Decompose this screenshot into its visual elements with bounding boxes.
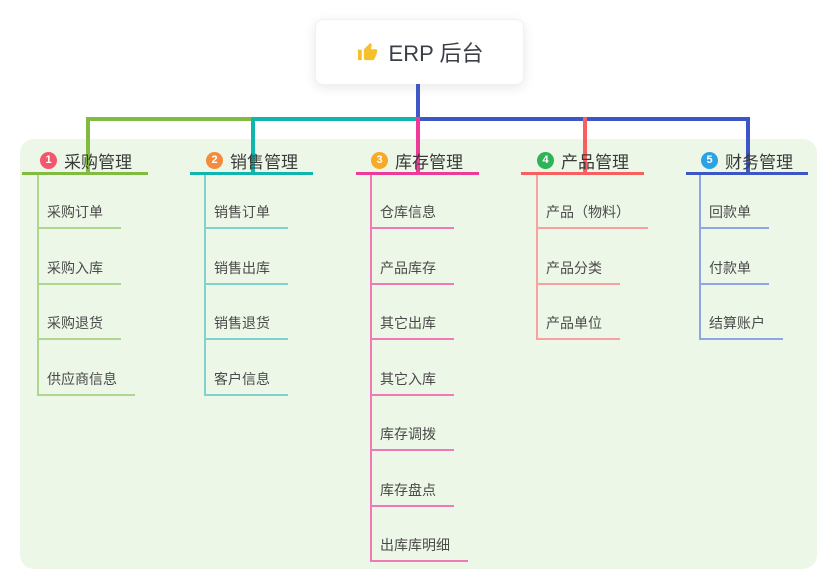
root-node-label: ERP 后台 [388, 41, 484, 66]
branch-underline [22, 172, 148, 175]
branch-4-drop-line [583, 117, 587, 175]
thumbs-up-icon [356, 41, 379, 64]
child-node[interactable]: 采购入库 [37, 259, 121, 285]
child-node[interactable]: 结算账户 [699, 314, 783, 340]
branch-underline [686, 172, 808, 175]
branch-number-badge: 4 [537, 151, 554, 169]
branch-children-spine [370, 175, 372, 562]
child-node[interactable]: 出库库明细 [370, 536, 468, 562]
child-node[interactable]: 库存盘点 [370, 481, 454, 507]
branch-2-drop-line [251, 117, 255, 175]
branch-1-drop-line [86, 117, 90, 175]
bus-line-segment-2 [251, 117, 420, 121]
child-node[interactable]: 客户信息 [204, 370, 288, 396]
child-node[interactable]: 产品单位 [536, 314, 620, 340]
child-node[interactable]: 供应商信息 [37, 370, 135, 396]
branch-number-badge: 5 [701, 151, 718, 169]
branch-5-drop-line [746, 117, 750, 175]
branch-number-badge: 1 [40, 151, 57, 169]
branch-3-drop-line [416, 117, 420, 175]
branch-underline [521, 172, 644, 175]
branch-children-spine [699, 175, 701, 340]
branch-label: 销售管理 [230, 152, 298, 172]
branch-label: 库存管理 [395, 152, 463, 172]
branch-label: 财务管理 [725, 152, 793, 172]
branch-children-spine [204, 175, 206, 396]
child-node[interactable]: 销售订单 [204, 203, 288, 229]
branch-underline [190, 172, 313, 175]
branch-number-badge: 2 [206, 151, 223, 169]
branch-children-spine [536, 175, 538, 340]
branches-panel [20, 139, 817, 569]
branch-node-purchase[interactable]: 1 采购管理 [40, 151, 132, 172]
branch-node-sales[interactable]: 2 销售管理 [206, 151, 298, 172]
branch-node-inventory[interactable]: 3 库存管理 [371, 151, 463, 172]
child-node[interactable]: 其它出库 [370, 314, 454, 340]
child-node[interactable]: 销售退货 [204, 314, 288, 340]
child-node[interactable]: 回款单 [699, 203, 769, 229]
child-node[interactable]: 采购退货 [37, 314, 121, 340]
child-node[interactable]: 采购订单 [37, 203, 121, 229]
child-node[interactable]: 其它入库 [370, 370, 454, 396]
root-node[interactable]: ERP 后台 [315, 19, 524, 85]
branch-node-product[interactable]: 4 产品管理 [537, 151, 629, 172]
bus-line-segment-1 [86, 117, 255, 121]
branch-label: 采购管理 [64, 152, 132, 172]
branch-children-spine [37, 175, 39, 396]
child-node[interactable]: 产品分类 [536, 259, 620, 285]
child-node[interactable]: 产品（物料） [536, 203, 648, 229]
branch-underline [356, 172, 479, 175]
child-node[interactable]: 产品库存 [370, 259, 454, 285]
branch-node-finance[interactable]: 5 财务管理 [701, 151, 793, 172]
child-node[interactable]: 付款单 [699, 259, 769, 285]
child-node[interactable]: 库存调拨 [370, 425, 454, 451]
branch-label: 产品管理 [561, 152, 629, 172]
child-node[interactable]: 仓库信息 [370, 203, 454, 229]
branch-number-badge: 3 [371, 151, 388, 169]
child-node[interactable]: 销售出库 [204, 259, 288, 285]
root-connector-line [416, 84, 420, 118]
